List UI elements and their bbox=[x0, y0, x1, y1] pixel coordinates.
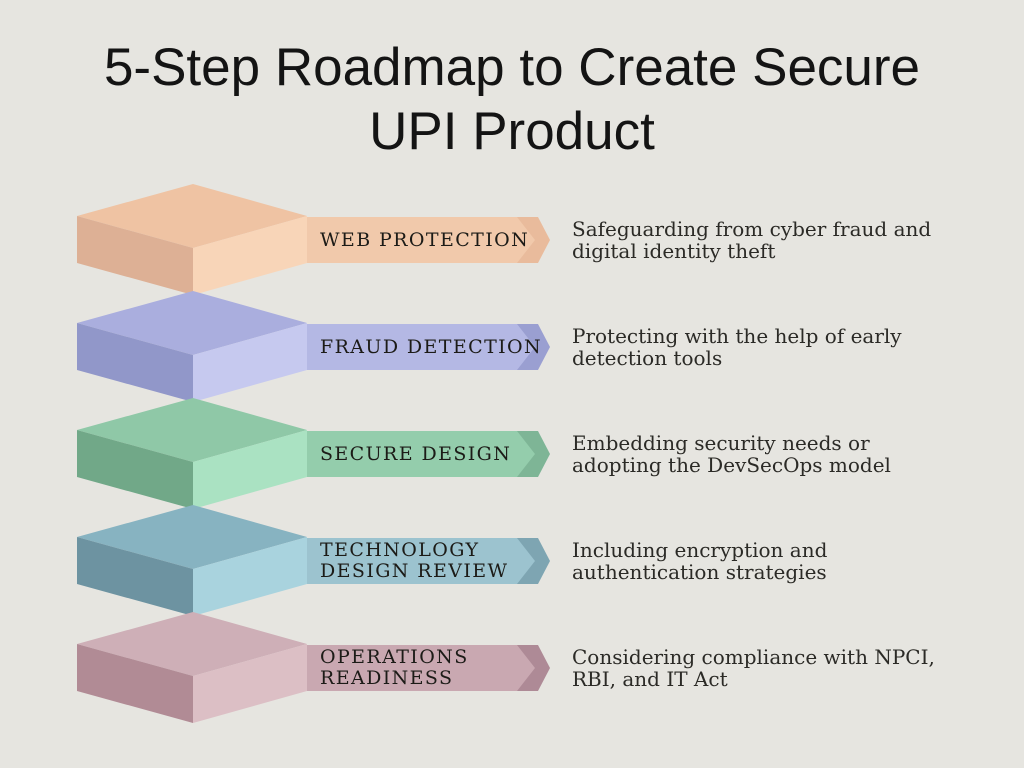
banner-bar bbox=[307, 538, 535, 584]
step-row-3: SECURE DESIGN Embedding security needs o… bbox=[0, 394, 1024, 519]
step-row-2: FRAUD DETECTION Protecting with the help… bbox=[0, 287, 1024, 412]
step-5-diamond-arrow bbox=[77, 612, 550, 723]
step-row-5: OPERATIONS READINESS Considering complia… bbox=[0, 608, 1024, 733]
diamond-left-face bbox=[77, 323, 193, 402]
step-2-title: FRAUD DETECTION bbox=[320, 335, 543, 358]
step-3-diamond-arrow bbox=[77, 398, 550, 509]
step-5-title: OPERATIONS READINESS bbox=[320, 646, 469, 689]
infographic-title: 5-Step Roadmap to Create Secure UPI Prod… bbox=[0, 36, 1024, 164]
diamond-left-face bbox=[77, 644, 193, 723]
diamond-front-face bbox=[193, 216, 307, 295]
diamond-left-face bbox=[77, 216, 193, 295]
banner-bar bbox=[307, 217, 535, 263]
step-5-description: Considering compliance with NPCI, RBI, a… bbox=[572, 645, 935, 691]
banner-bar bbox=[307, 324, 535, 370]
step-1-diamond-arrow bbox=[77, 184, 550, 295]
step-1-description: Safeguarding from cyber fraud and digita… bbox=[572, 217, 932, 263]
step-4-title: TECHNOLOGY DESIGN REVIEW bbox=[320, 539, 509, 582]
diamond-top-face bbox=[77, 398, 307, 462]
diamond-front-face bbox=[193, 644, 307, 723]
step-row-1: WEB PROTECTION Safeguarding from cyber f… bbox=[0, 180, 1024, 305]
step-row-4: TECHNOLOGY DESIGN REVIEW Including encry… bbox=[0, 501, 1024, 626]
step-3-description: Embedding security needs or adopting the… bbox=[572, 431, 891, 477]
diamond-top-face bbox=[77, 505, 307, 569]
diamond-top-face bbox=[77, 291, 307, 355]
step-3-title: SECURE DESIGN bbox=[320, 442, 512, 465]
title-line-1: 5-Step Roadmap to Create Secure bbox=[103, 38, 921, 97]
step-2-description: Protecting with the help of early detect… bbox=[572, 324, 902, 370]
diamond-left-face bbox=[77, 430, 193, 509]
title-line-2: UPI Product bbox=[369, 102, 655, 161]
diamond-left-face bbox=[77, 537, 193, 616]
step-4-description: Including encryption and authentication … bbox=[572, 538, 828, 584]
diamond-front-face bbox=[193, 323, 307, 402]
diamond-top-face bbox=[77, 184, 307, 248]
diamond-front-face bbox=[193, 537, 307, 616]
banner-bar bbox=[307, 431, 535, 477]
banner-bar bbox=[307, 645, 535, 691]
diamond-front-face bbox=[193, 430, 307, 509]
step-1-title: WEB PROTECTION bbox=[320, 228, 530, 251]
step-4-diamond-arrow bbox=[77, 505, 550, 616]
step-2-diamond-arrow bbox=[77, 291, 550, 402]
diamond-top-face bbox=[77, 612, 307, 676]
